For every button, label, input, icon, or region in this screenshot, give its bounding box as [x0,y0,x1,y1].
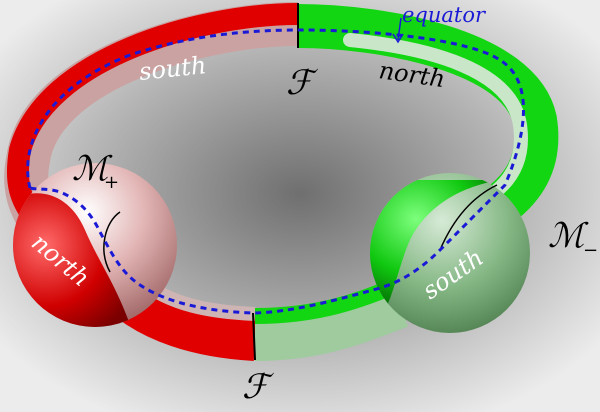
tube-top-left-red-edge [6,3,299,222]
divider-bottom [252,312,256,361]
equator-line [26,28,525,315]
ball-m-minus [370,173,530,333]
divider-ball-left [103,211,121,273]
label-m-minus-sub: − [583,240,598,261]
tube-top-right-pale [343,33,528,199]
label-m-plus-sub: + [104,172,119,193]
label-equator: equator [402,3,487,27]
label-m-plus: ℳ [72,149,113,189]
equator-arrowhead [392,33,404,44]
label-m-minus: ℳ [548,216,589,256]
equator-pointer [397,17,402,41]
label-south-tube: south [138,51,208,86]
divider-ball-right [439,184,498,251]
tube-bottom-right-pale [254,283,409,361]
